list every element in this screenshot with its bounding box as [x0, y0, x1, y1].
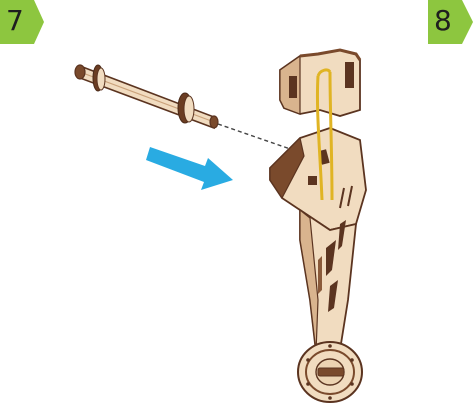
axle-part	[75, 65, 218, 128]
wheel-part	[298, 342, 362, 402]
bracket-part	[280, 50, 360, 116]
leg-part	[270, 128, 366, 352]
arrow-right-icon	[146, 147, 233, 190]
